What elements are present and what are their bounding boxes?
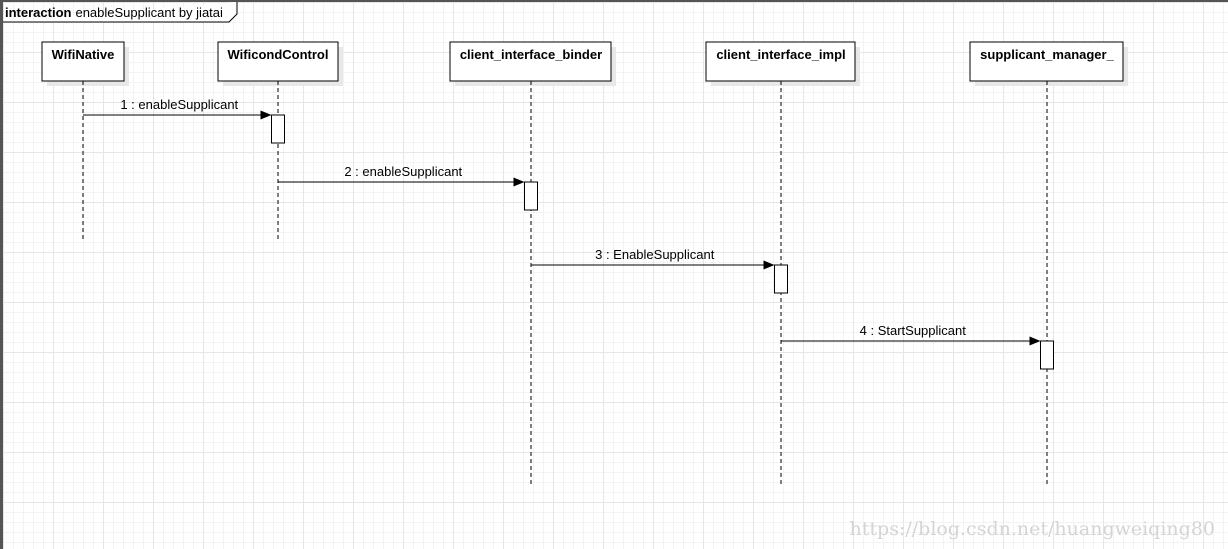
lifeline-5: supplicant_manager_	[969, 41, 1128, 487]
lifeline-label: supplicant_manager_	[980, 47, 1114, 62]
activation-bar[interactable]	[524, 181, 538, 211]
activation-bar[interactable]	[1040, 340, 1054, 370]
message-1: 1 : enableSupplicant	[83, 97, 285, 144]
message-4: 4 : StartSupplicant	[781, 323, 1054, 370]
lifeline-2: WificondControl	[217, 41, 343, 240]
arrowhead-icon	[763, 260, 775, 270]
lifeline-label: client_interface_impl	[716, 47, 845, 62]
arrowhead-icon	[513, 177, 525, 187]
message-label: 3 : EnableSupplicant	[595, 247, 715, 262]
frame-keyword: interaction	[5, 5, 72, 20]
lifelines: WifiNative WificondControl client_interfac…	[41, 41, 1128, 487]
lifeline-label: WifiNative	[52, 47, 115, 62]
lifeline-label: WificondControl	[228, 47, 329, 62]
messages: 1 : enableSupplicant 2 : enableSupplicant…	[83, 97, 1054, 370]
lifeline-label: client_interface_binder	[460, 47, 602, 62]
lifeline-4: client_interface_impl	[705, 41, 860, 487]
activation-bar[interactable]	[271, 114, 285, 144]
message-3: 3 : EnableSupplicant	[531, 247, 788, 294]
message-label: 2 : enableSupplicant	[344, 164, 462, 179]
arrowhead-icon	[1029, 336, 1041, 346]
lifeline-3: client_interface_binder	[449, 41, 616, 487]
frame-title-text: enableSupplicant by jiatai	[75, 5, 223, 20]
lifeline-box[interactable]	[217, 41, 339, 82]
arrowhead-icon	[260, 110, 272, 120]
message-label: 1 : enableSupplicant	[120, 97, 238, 112]
lifeline-box[interactable]	[449, 41, 612, 82]
message-label: 4 : StartSupplicant	[860, 323, 967, 338]
watermark: https://blog.csdn.net/huangweiqing80	[850, 518, 1215, 540]
lifeline-box[interactable]	[41, 41, 125, 82]
activation-bar[interactable]	[774, 264, 788, 294]
lifeline-1: WifiNative	[41, 41, 129, 240]
message-2: 2 : enableSupplicant	[278, 164, 538, 211]
lifeline-box[interactable]	[969, 41, 1124, 82]
frame-tab-border	[3, 2, 238, 23]
